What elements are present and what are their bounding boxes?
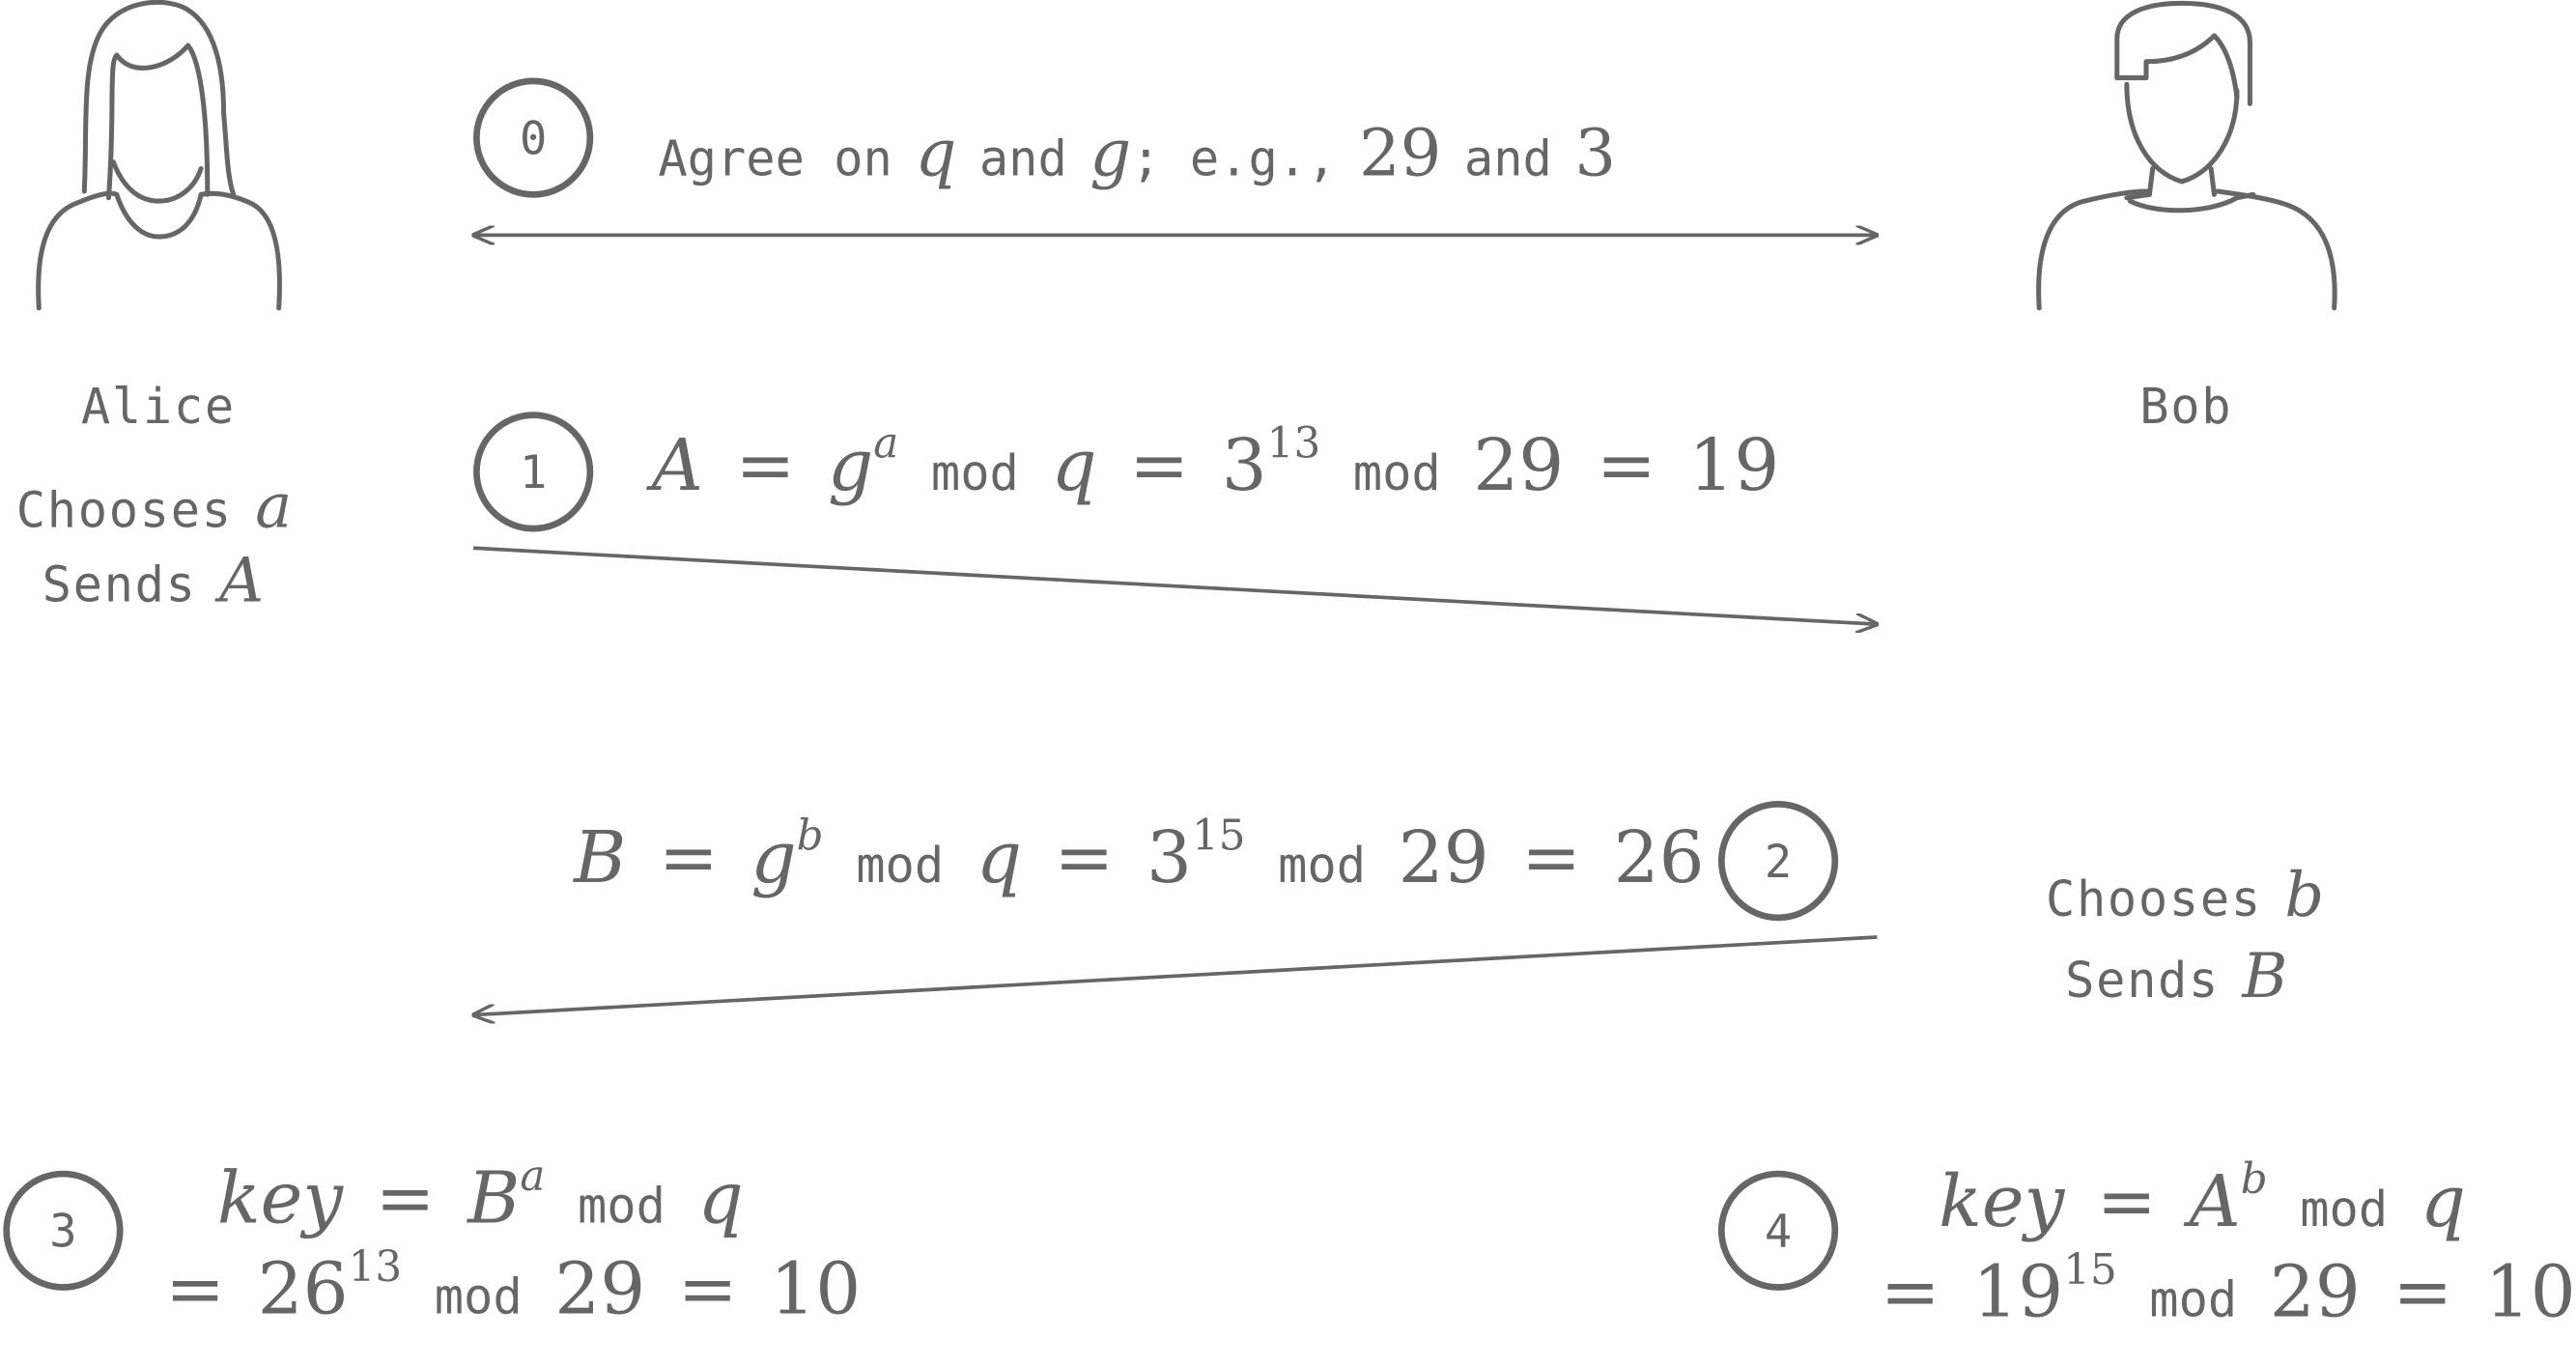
step-2-eq1: = (658, 816, 719, 900)
step-1-num-mod: 29 (1473, 424, 1565, 508)
bob-chooses-text: Chooses (2045, 871, 2262, 929)
step-1-base: g (828, 424, 874, 508)
step-1-mod1: mod (930, 445, 1019, 503)
alice-secret-var: a (255, 470, 294, 542)
step-2-eq2: = (1054, 816, 1115, 900)
step-1-num-exp: 13 (1266, 419, 1321, 470)
step-2-mod1: mod (856, 838, 945, 896)
male-person-icon (2036, 0, 2337, 311)
step-1-badge: 1 (473, 412, 594, 532)
step-1-mod2: mod (1352, 445, 1441, 503)
step-3-exp: a (520, 1153, 546, 1202)
step-0-badge: 0 (473, 77, 594, 198)
step-3-line2-eq: = (165, 1248, 226, 1331)
step-0-var-q: q (915, 116, 957, 192)
step-2-modulus-var: q (976, 816, 1022, 900)
step-4-num-mod: 29 (2269, 1251, 2361, 1335)
alice-chooses-text: Chooses (15, 483, 233, 540)
step-1-lhs: A (651, 424, 703, 508)
step-4-num-base: 19 (1972, 1251, 2064, 1335)
alice-chooses-line: Chooses a (16, 470, 294, 542)
step-1-result: 19 (1688, 424, 1780, 508)
bob-name: Bob (2139, 379, 2233, 437)
step-2-num-exp: 15 (1191, 812, 1246, 862)
bob-secret-var: b (2284, 859, 2326, 931)
step-4-line2-eq2: = (2392, 1251, 2453, 1335)
step-0-text-4: and (1463, 130, 1552, 188)
step-1-num-base: 3 (1221, 424, 1267, 508)
step-3-line2-mod: mod (434, 1269, 523, 1326)
bob-sends-text: Sends (2065, 953, 2221, 1011)
step-0-text-2: and (978, 130, 1067, 188)
step-1-exp: a (873, 419, 899, 470)
female-person-icon (36, 0, 282, 311)
step-3-eq: = (375, 1157, 436, 1240)
step-3-base: B (467, 1157, 521, 1240)
alice-sends-text: Sends (42, 557, 197, 615)
step-4-badge: 4 (1717, 1170, 1839, 1291)
step-3-key-line-2: = 2613 mod 29 = 10 (165, 1243, 862, 1331)
step-4-num-exp: 15 (2063, 1246, 2117, 1296)
step-3-result: 10 (770, 1248, 862, 1331)
step-3-num-mod: 29 (554, 1248, 646, 1331)
step-4-key-label: key (1939, 1160, 2065, 1244)
step-2-mod2: mod (1278, 838, 1367, 896)
step-0-num-3: 3 (1574, 116, 1617, 192)
step-4-key-line-2: = 1915 mod 29 = 10 (1880, 1247, 2576, 1335)
step-2-lhs: B (574, 816, 627, 900)
step-4-result: 10 (2484, 1251, 2576, 1335)
diagram-graphics (36, 0, 2337, 1367)
step-0-num-29: 29 (1358, 116, 1442, 192)
step-3-key-label: key (216, 1157, 344, 1240)
step-2-result: 26 (1613, 816, 1705, 900)
step-1-eq3: = (1596, 424, 1656, 508)
step-2-eq3: = (1521, 816, 1582, 900)
step-1-eq1: = (735, 424, 796, 508)
step-2-base: g (750, 816, 797, 900)
bob-sends-line: Sends B (2065, 940, 2289, 1011)
step-2-num-mod: 29 (1398, 816, 1489, 900)
bob-public-var: B (2242, 940, 2290, 1012)
bob-to-alice-arrow (473, 935, 1878, 1015)
step-4-eq: = (2096, 1160, 2157, 1244)
step-3-num-exp: 13 (348, 1243, 403, 1293)
alice-sends-line: Sends A (42, 545, 266, 616)
step-4-exp: b (2240, 1155, 2268, 1205)
step-0-var-g: g (1090, 116, 1132, 192)
step-2-badge: 2 (1717, 801, 1839, 922)
alice-public-var: A (219, 544, 266, 616)
step-3-num-base: 26 (257, 1248, 349, 1331)
step-4-line2-mod: mod (2149, 1272, 2238, 1330)
step-4-modulus-var: q (2420, 1160, 2467, 1244)
step-1-eq2: = (1129, 424, 1190, 508)
step-3-modulus-var: q (697, 1157, 744, 1240)
step-0-text-1: Agree on (658, 130, 892, 188)
alice-to-bob-arrow (472, 546, 1877, 624)
step-3-mod: mod (577, 1179, 665, 1236)
step-1-modulus-var: q (1051, 424, 1097, 508)
alice-name: Alice (80, 379, 236, 437)
step-0-text-3: ; e.g., (1131, 130, 1337, 188)
step-4-base: A (2189, 1160, 2241, 1244)
step-4-mod: mod (2300, 1182, 2389, 1239)
step-3-line2-eq2: = (677, 1248, 738, 1331)
step-4-line2-eq: = (1880, 1251, 1940, 1335)
bob-chooses-line: Chooses b (2046, 859, 2326, 930)
step-2-num-base: 3 (1146, 816, 1192, 900)
step-3-badge: 3 (3, 1170, 124, 1291)
step-2-exp: b (796, 812, 824, 862)
